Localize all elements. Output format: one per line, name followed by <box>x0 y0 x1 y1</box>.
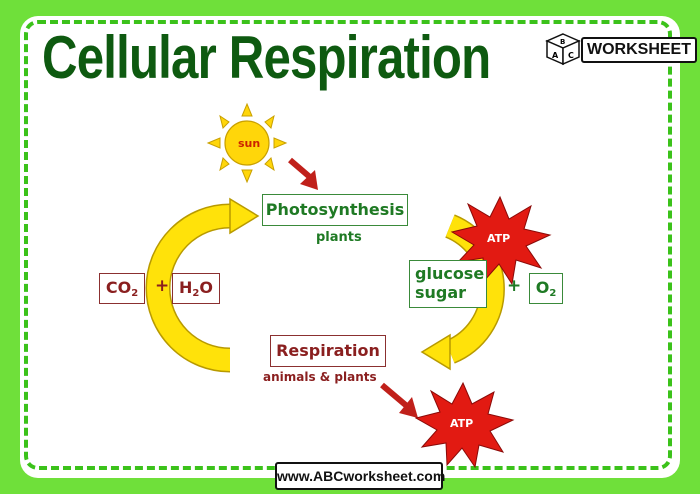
plus-sign-right: + <box>507 276 522 296</box>
plus-sign-left: + <box>155 276 170 296</box>
h2o-o: O <box>199 278 213 297</box>
o2-subscript: 2 <box>549 288 557 299</box>
atp-burst-bottom <box>414 381 515 469</box>
h2o-box: H2O <box>172 273 220 304</box>
sun-to-photosynthesis-arrow <box>288 157 318 190</box>
logo-text: WORKSHEET <box>581 37 697 63</box>
page-title: Cellular Respiration <box>42 24 491 91</box>
o2-base: O <box>535 278 550 297</box>
letter-cube-icon: B A C <box>545 33 581 66</box>
atp-label-bottom: ATP <box>450 417 474 430</box>
sugar-label: sugar <box>415 283 467 302</box>
left-cycle-arrow <box>145 197 260 373</box>
respiration-sublabel: animals & plants <box>263 370 377 384</box>
h2o-subscript: 2 <box>192 288 200 299</box>
sun-label: sun <box>238 137 261 150</box>
o2-box: O2 <box>529 273 563 304</box>
worksheet-card <box>20 16 680 478</box>
atp-label-top: ATP <box>487 232 511 245</box>
glucose-sugar-box: glucose sugar <box>409 260 487 308</box>
sun-icon <box>206 102 288 184</box>
glucose-label: glucose <box>415 264 485 283</box>
h2o-h: H <box>179 278 193 297</box>
website-url[interactable]: www.ABCworksheet.com <box>275 462 445 490</box>
photosynthesis-box: Photosynthesis <box>262 194 408 226</box>
respiration-box: Respiration <box>270 335 386 367</box>
co2-subscript: 2 <box>131 288 139 299</box>
cube-letter-left: A <box>552 51 559 60</box>
atp-burst-top <box>450 195 552 286</box>
cube-letter-right: C <box>568 51 574 60</box>
respiration-to-atp-arrow <box>380 382 418 418</box>
co2-base: CO <box>105 278 132 297</box>
co2-box: CO2 <box>99 273 145 304</box>
abc-worksheet-logo: B A C WORKSHEET <box>543 32 697 66</box>
photosynthesis-sublabel: plants <box>316 230 362 245</box>
cube-letter-top: B <box>560 38 565 46</box>
